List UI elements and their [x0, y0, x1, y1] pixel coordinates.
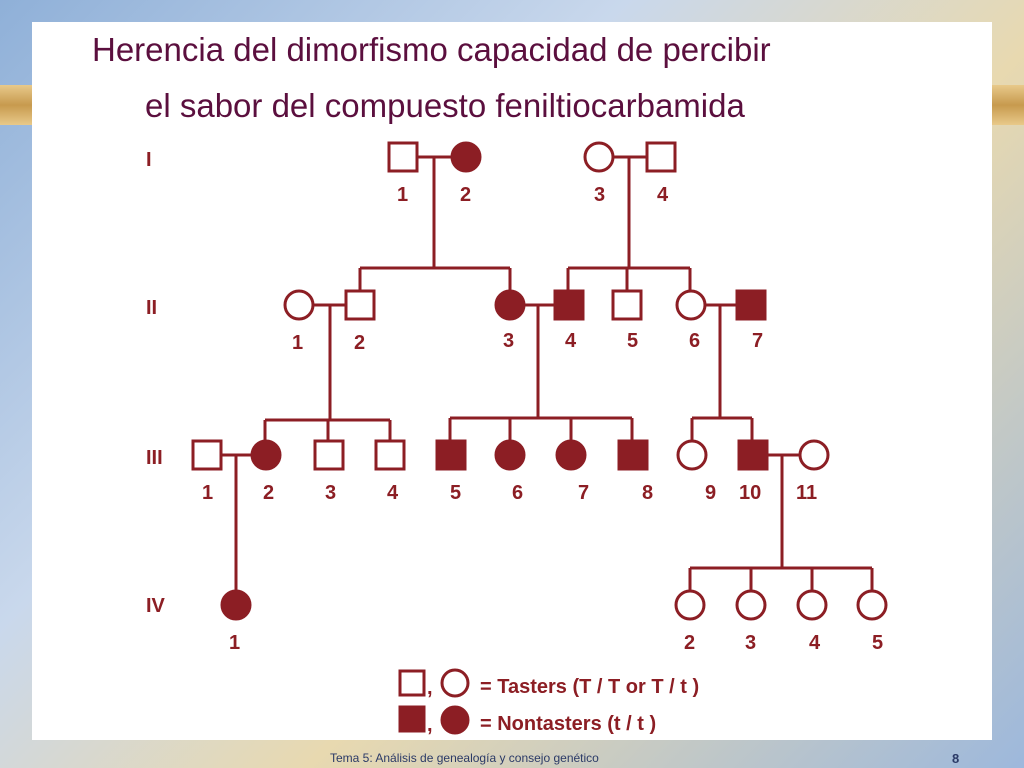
symbol-III-3 [313, 439, 345, 471]
label-III-11: 11 [796, 482, 817, 504]
symbol-III-2 [250, 439, 282, 471]
symbol-I-4 [645, 141, 677, 173]
label-III-3: 3 [325, 482, 336, 504]
label-II-6: 6 [689, 330, 700, 352]
legend-open-square [398, 669, 426, 697]
symbol-II-5 [611, 289, 643, 321]
symbol-III-1 [191, 439, 223, 471]
symbol-III-4 [374, 439, 406, 471]
slide-panel: Herencia del dimorfismo capacidad de per… [32, 22, 992, 740]
title-line-2: el sabor del compuesto feniltiocarbamida [145, 87, 745, 124]
label-II-2: 2 [354, 332, 365, 354]
symbol-II-6 [675, 289, 707, 321]
label-III-2: 2 [263, 482, 274, 504]
label-III-8: 8 [642, 482, 653, 504]
legend-filled-circle [440, 705, 470, 735]
pedigree-lines [222, 155, 874, 592]
legend: , = Tasters (T / T or T / t ) , = Nontas… [398, 668, 699, 736]
generation-label-II: II [146, 297, 157, 319]
label-IV-1: 1 [229, 632, 240, 654]
symbol-III-6 [494, 439, 526, 471]
label-III-7: 7 [578, 482, 589, 504]
footer-text: Tema 5: Análisis de genealogía y consejo… [330, 751, 599, 765]
slide-title: Herencia del dimorfismo capacidad de per… [32, 22, 992, 134]
symbol-I-3 [583, 141, 615, 173]
symbol-IV-3 [735, 589, 767, 621]
page-number: 8 [952, 751, 960, 766]
symbol-II-4 [553, 289, 585, 321]
label-IV-5: 5 [872, 632, 883, 654]
legend-filled-square [398, 705, 426, 733]
background-band-left [0, 85, 32, 125]
legend-tasters-text: = Tasters (T / T or T / t ) [480, 676, 699, 698]
label-II-7: 7 [752, 330, 763, 352]
label-IV-4: 4 [809, 632, 821, 654]
symbol-IV-4 [796, 589, 828, 621]
symbol-I-2 [450, 141, 482, 173]
symbol-III-9 [676, 439, 708, 471]
label-IV-2: 2 [684, 632, 695, 654]
legend-open-circle [440, 668, 470, 698]
label-III-5: 5 [450, 482, 461, 504]
label-III-9: 9 [705, 482, 716, 504]
legend-nontasters-text: = Nontasters (t / t ) [480, 713, 656, 735]
generation-label-I: I [146, 149, 152, 171]
symbol-II-1 [283, 289, 315, 321]
background-band-right [992, 85, 1024, 125]
label-III-10: 10 [739, 482, 761, 504]
label-III-6: 6 [512, 482, 523, 504]
symbol-II-3 [494, 289, 526, 321]
symbol-IV-5 [856, 589, 888, 621]
label-II-4: 4 [565, 330, 577, 352]
symbol-I-1 [387, 141, 419, 173]
symbol-III-7 [555, 439, 587, 471]
symbol-II-2 [344, 289, 376, 321]
symbol-IV-2 [674, 589, 706, 621]
legend-separator-2: , [427, 714, 433, 736]
label-I-2: 2 [460, 184, 471, 206]
label-I-3: 3 [594, 184, 605, 206]
generation-label-III: III [146, 447, 163, 469]
slide-footer: Tema 5: Análisis de genealogía y consejo… [0, 748, 1024, 768]
label-IV-3: 3 [745, 632, 756, 654]
symbol-III-11 [798, 439, 830, 471]
label-II-3: 3 [503, 330, 514, 352]
label-III-1: 1 [202, 482, 213, 504]
symbol-II-7 [735, 289, 767, 321]
title-line-1: Herencia del dimorfismo capacidad de per… [92, 31, 771, 68]
generation-label-IV: IV [146, 595, 166, 617]
symbol-III-10 [737, 439, 769, 471]
label-I-1: 1 [397, 184, 408, 206]
label-I-4: 4 [657, 184, 669, 206]
label-II-1: 1 [292, 332, 303, 354]
legend-separator-1: , [427, 677, 433, 699]
label-II-5: 5 [627, 330, 638, 352]
symbol-III-5 [435, 439, 467, 471]
label-III-4: 4 [387, 482, 399, 504]
symbol-III-8 [617, 439, 649, 471]
symbol-IV-1 [220, 589, 252, 621]
